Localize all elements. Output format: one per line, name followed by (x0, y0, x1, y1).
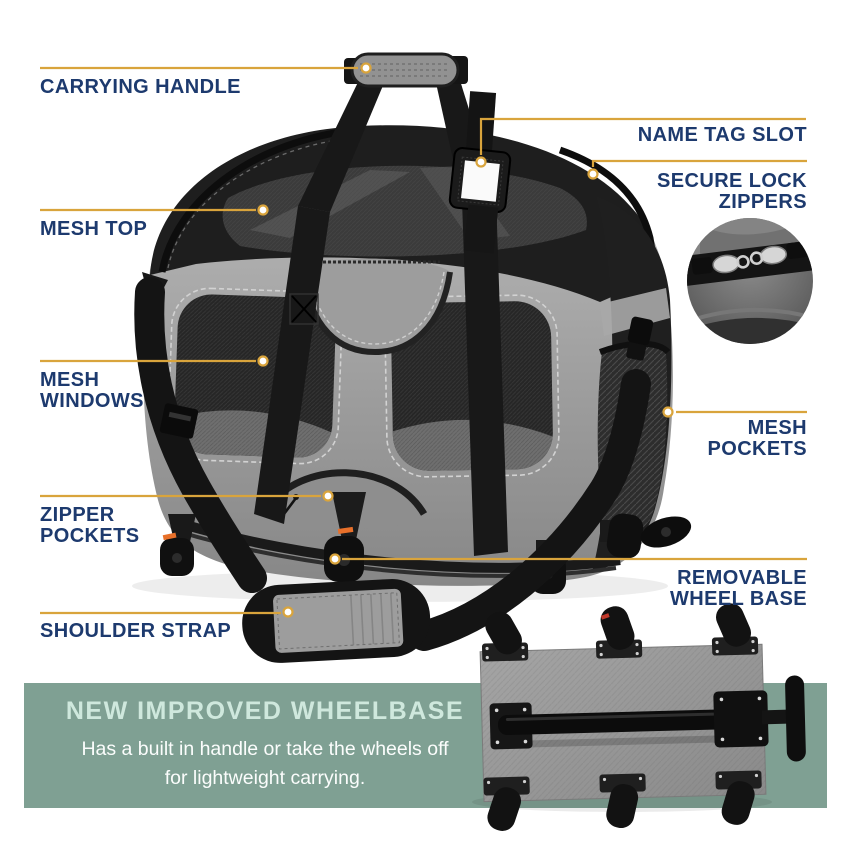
anchor-dot-icon (360, 62, 372, 74)
info-panel-line1: Has a built in handle or take the wheels… (81, 738, 449, 760)
mesh-top-inner-strap2 (420, 166, 510, 240)
callout-mesh-pockets: MESH POCKETS (707, 417, 807, 460)
carrying-handle (344, 52, 468, 88)
shoulder-strap-pad (242, 579, 431, 663)
mesh-top-inner-strap (250, 170, 410, 238)
bag-top-dome (150, 125, 656, 303)
side-clip-buckle (626, 316, 654, 361)
info-panel-text: NEW IMPROVED WHEELBASE Has a built in ha… (30, 697, 500, 793)
callout-carrying-handle: CARRYING HANDLE (40, 76, 241, 98)
anchor-dot-icon (587, 168, 599, 180)
anchor-dot-icon (322, 490, 334, 502)
anchor-dot-icon (329, 553, 341, 565)
bag-side-panel (592, 196, 672, 572)
callout-secure-lock-zippers: SECURE LOCK ZIPPERS (657, 170, 807, 213)
anchor-dot-icon (282, 606, 294, 618)
anchor-dot-icon (257, 355, 269, 367)
top-front-pocket (299, 258, 453, 356)
info-panel: NEW IMPROVED WHEELBASE Has a built in ha… (24, 683, 827, 808)
leader-lines (40, 66, 807, 615)
reflective-stripe (600, 288, 670, 336)
pet-carrier-bag (134, 52, 692, 663)
leader-line-secure-lock-zippers (591, 159, 807, 167)
leader-anchor-dots (257, 62, 674, 618)
anchor-dot-icon (475, 156, 487, 168)
mesh-window-right (384, 294, 560, 478)
zipper-pull (282, 497, 298, 515)
mesh-top-texture (222, 165, 587, 257)
bag-shadow (132, 570, 668, 602)
callout-mesh-windows: MESH WINDOWS (40, 369, 144, 412)
removable-wheelbase-attached (160, 492, 692, 594)
callout-mesh-top: MESH TOP (40, 218, 148, 240)
info-panel-line2: for lightweight carrying. (164, 767, 366, 789)
top-zipper-stitch (167, 137, 353, 269)
callout-shoulder-strap: SHOULDER STRAP (40, 620, 232, 642)
shoulder-strap (134, 272, 651, 663)
zipper-lock-closeup-inset (687, 218, 813, 344)
top-zipper-left (158, 126, 357, 273)
callout-removable-wheel-base: REMOVABLE WHEEL BASE (670, 567, 807, 610)
mesh-window-left (167, 287, 343, 465)
name-tag-slot (448, 91, 512, 254)
bag-body (143, 175, 673, 586)
top-zipper-right (558, 146, 657, 281)
bottom-zipper-pocket (265, 469, 428, 529)
pocket-elastic-band (598, 340, 671, 355)
callout-name-tag-slot: NAME TAG SLOT (637, 124, 807, 146)
strap-x-stitch (289, 293, 319, 325)
front-straps (254, 74, 508, 556)
callout-zipper-pockets: ZIPPER POCKETS (40, 504, 140, 547)
side-mesh-pocket (597, 344, 668, 543)
side-mesh-pocket-texture (597, 344, 668, 543)
info-panel-title: NEW IMPROVED WHEELBASE (65, 697, 465, 725)
mesh-top-panel (222, 165, 587, 257)
anchor-dot-icon (257, 204, 269, 216)
anchor-dot-icon (662, 406, 674, 418)
